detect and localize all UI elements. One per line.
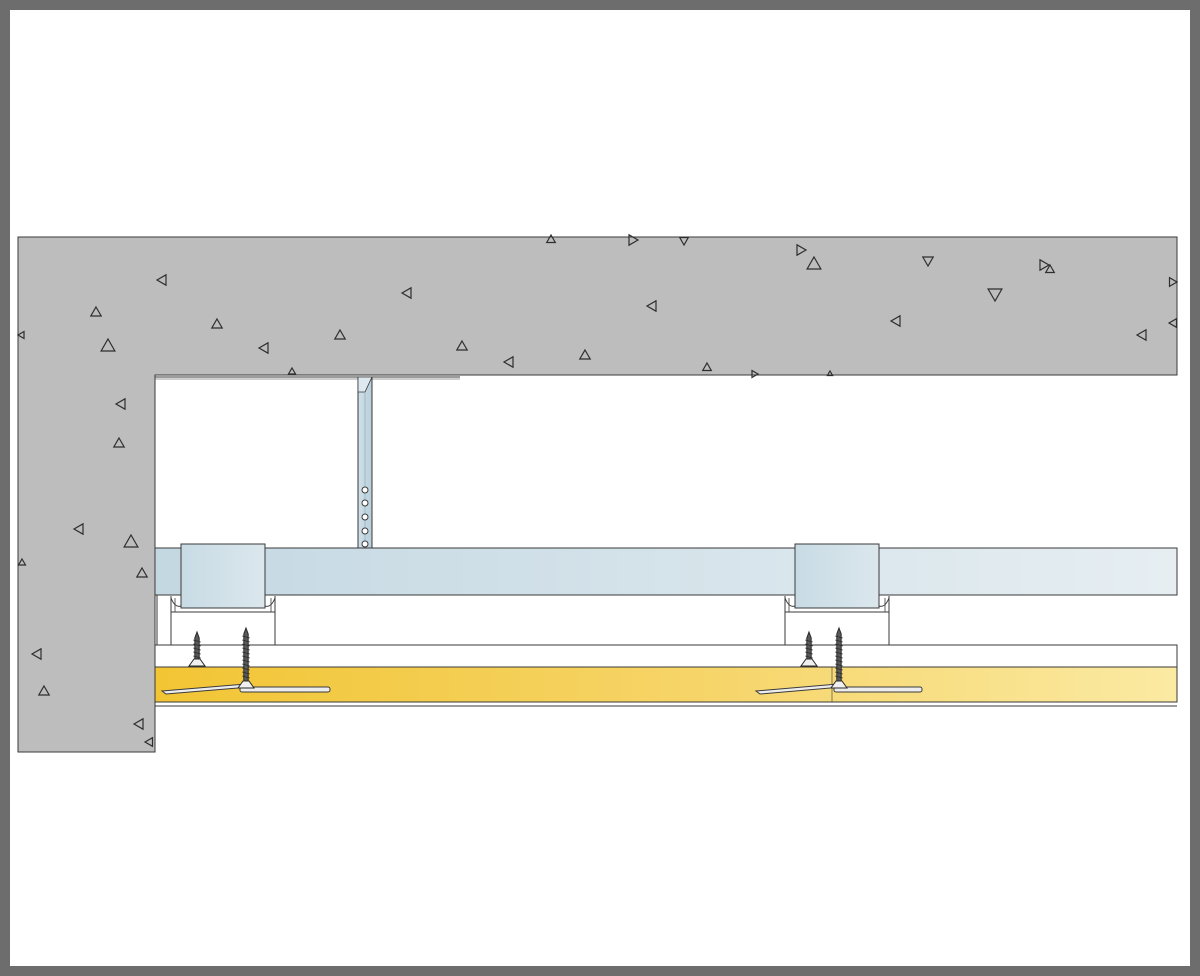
aggregate-triangle	[578, 348, 592, 360]
drywall-screw	[830, 626, 848, 689]
drywall-screw	[800, 630, 818, 667]
aggregate-triangle	[155, 273, 167, 287]
aggregate-triangle	[545, 233, 557, 244]
aggregate-triangle	[1039, 258, 1051, 272]
aggregate-triangle	[333, 328, 347, 340]
aggregate-triangle	[257, 341, 269, 355]
concrete-aggregate	[16, 233, 1179, 748]
aggregate-triangle	[1044, 263, 1056, 274]
aggregate-triangle	[806, 255, 822, 270]
concrete-ceiling-slab	[17, 236, 1178, 753]
aggregate-triangle	[16, 330, 25, 340]
aggregate-triangle	[30, 647, 42, 661]
aggregate-triangle	[921, 256, 935, 268]
drywall-screw	[188, 630, 206, 667]
aggregate-triangle	[1168, 276, 1179, 288]
aggregate-triangle	[100, 337, 116, 352]
aggregate-triangle	[826, 369, 834, 377]
aggregate-triangle	[89, 305, 103, 317]
aggregate-triangle	[287, 366, 297, 375]
cross-clip-right	[784, 543, 890, 645]
aggregate-triangle	[987, 288, 1003, 303]
cross-clip-left	[170, 543, 276, 645]
aggregate-triangle	[17, 557, 27, 566]
aggregate-triangle	[132, 717, 144, 731]
aggregate-triangle	[1167, 317, 1178, 329]
aggregate-triangle	[135, 566, 149, 578]
perimeter-angle-track	[155, 376, 460, 380]
aggregate-triangle	[143, 736, 154, 748]
aggregate-triangle	[701, 361, 713, 372]
aggregate-triangle	[114, 397, 126, 411]
aggregate-triangle	[400, 286, 412, 300]
aggregate-triangle	[796, 243, 808, 257]
furring-channel-left	[170, 611, 276, 646]
aggregate-triangle	[751, 369, 760, 379]
aggregate-triangle	[37, 684, 51, 696]
aggregate-triangle	[112, 436, 126, 448]
aggregate-triangle	[210, 317, 224, 329]
aggregate-triangle	[645, 299, 657, 313]
aggregate-triangle	[123, 533, 139, 548]
main-carrier-channel	[154, 547, 1178, 596]
drywall-screw	[237, 626, 255, 689]
aggregate-triangle	[889, 314, 901, 328]
gypsum-board-upper	[154, 644, 1178, 668]
perforated-hanger-strap	[357, 376, 373, 549]
aggregate-triangle	[455, 339, 469, 351]
aggregate-triangle	[1135, 328, 1147, 342]
aggregate-triangle	[502, 355, 514, 369]
drywall-screws	[188, 626, 848, 689]
aggregate-triangle	[678, 236, 690, 247]
aggregate-triangle	[72, 522, 84, 536]
aggregate-triangle	[628, 233, 640, 247]
gypsum-board-lower	[154, 666, 1178, 703]
